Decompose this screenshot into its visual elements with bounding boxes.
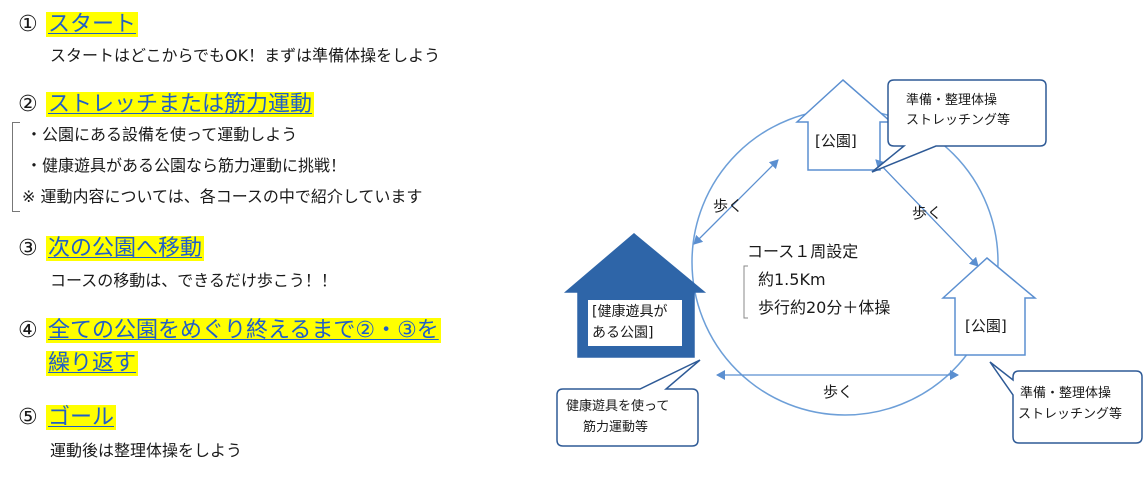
walk-label-left: 歩く bbox=[713, 197, 744, 215]
step-2-title: ② ストレッチまたは筋力運動 bbox=[18, 92, 315, 118]
step-2-desc-3: ※ 運動内容については、各コースの中で紹介しています bbox=[22, 187, 423, 206]
step-5-title: ⑤ ゴール bbox=[18, 405, 117, 431]
step-1-desc: スタートはどこからでもOK！まずは準備体操をしよう bbox=[50, 46, 441, 65]
callout-top-line2: ストレッチング等 bbox=[906, 113, 1011, 128]
walk-label-bottom: 歩く bbox=[823, 383, 854, 401]
step-2-bracket bbox=[12, 122, 20, 212]
top-park-label: [公園] bbox=[815, 132, 857, 150]
right-park-label: [公園] bbox=[965, 317, 1007, 335]
top-park-house bbox=[795, 78, 893, 171]
step-3-title: ③ 次の公園へ移動 bbox=[18, 236, 205, 262]
left-park-label-1: [健康遊具が bbox=[592, 304, 668, 320]
callout-right bbox=[989, 361, 1143, 444]
walk-arrow-right bbox=[875, 159, 979, 267]
walk-label-right: 歩く bbox=[912, 204, 943, 222]
callout-left-line2: 筋力運動等 bbox=[583, 420, 649, 435]
step-5-number: ⑤ bbox=[18, 405, 38, 430]
step-3-number: ③ bbox=[18, 236, 38, 261]
step-1-title: ① スタート bbox=[18, 12, 139, 38]
callout-right-line1: 準備・整理体操 bbox=[1020, 386, 1112, 401]
step-1-number: ① bbox=[18, 12, 38, 37]
left-park-house bbox=[563, 233, 707, 358]
step-3-desc: コースの移動は、できるだけ歩こう！！ bbox=[50, 271, 337, 290]
step-5-desc: 運動後は整理体操をしよう bbox=[50, 441, 243, 460]
callout-top bbox=[871, 79, 1047, 173]
step-4-heading-line2: 繰り返す bbox=[46, 351, 139, 376]
step-2-desc-1: ・公園にある設備を使って運動しよう bbox=[26, 125, 298, 144]
step-2-number: ② bbox=[18, 92, 38, 117]
step-4-title: ④ 全ての公園をめぐり終えるまで②・③を bbox=[18, 318, 441, 344]
step-1-heading: スタート bbox=[46, 12, 139, 37]
step-3-heading: 次の公園へ移動 bbox=[46, 236, 205, 261]
course-distance: 約1.5Km bbox=[758, 270, 826, 289]
callout-right-line2: ストレッチング等 bbox=[1018, 407, 1123, 422]
steps-panel: ① スタート スタートはどこからでもOK！まずは準備体操をしよう ② ストレッチまた… bbox=[12, 12, 441, 460]
step-2-desc-2: ・健康遊具がある公園なら筋力運動に挑戦！ bbox=[26, 156, 347, 175]
step-2-heading: ストレッチまたは筋力運動 bbox=[46, 92, 315, 117]
walk-arrow-left bbox=[693, 159, 779, 245]
step-4-number: ④ bbox=[18, 318, 38, 343]
left-park-label-2: ある公園] bbox=[592, 325, 654, 341]
step-4-heading-line1: 全ての公園をめぐり終えるまで②・③を bbox=[46, 318, 441, 343]
step-4-title-line2: 繰り返す bbox=[46, 351, 139, 377]
callout-left bbox=[556, 359, 701, 447]
course-title: コース１周設定 bbox=[747, 242, 859, 261]
course-time: 歩行約20分＋体操 bbox=[758, 298, 891, 317]
step-5-heading: ゴール bbox=[46, 405, 117, 430]
course-info-bracket bbox=[743, 265, 748, 319]
callout-top-line1: 準備・整理体操 bbox=[906, 93, 998, 108]
right-park-house bbox=[941, 257, 1038, 356]
callout-left-line1: 健康遊具を使って bbox=[566, 399, 670, 414]
